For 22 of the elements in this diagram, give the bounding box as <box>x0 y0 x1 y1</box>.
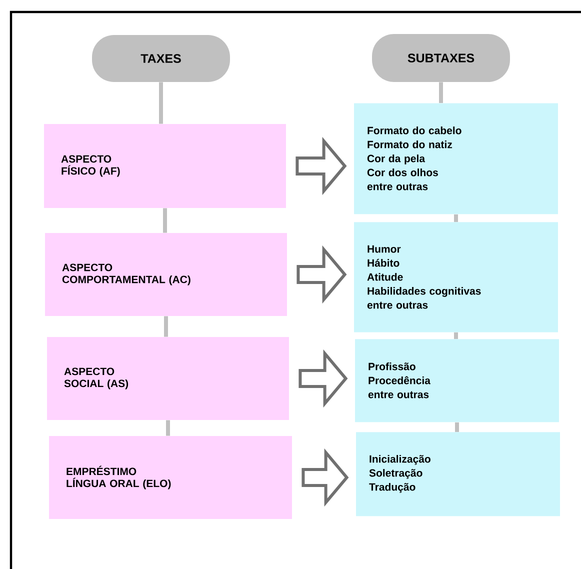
connector-line <box>163 208 167 233</box>
category-box: ASPECTO COMPORTAMENTAL (AC) <box>45 232 287 316</box>
block-arrow <box>298 349 348 408</box>
connector-line <box>439 82 443 103</box>
block-arrow <box>296 245 347 304</box>
block-arrow <box>302 448 349 507</box>
connector-line <box>166 420 170 436</box>
connector-line <box>454 332 458 339</box>
category-box: EMPRÉSTIMO LÍNGUA ORAL (ELO) <box>49 436 292 519</box>
subcategory-box: Formato do cabelo Formato do natiz Cor da pela Cor dos olhos entre outras <box>354 103 558 214</box>
subcategory-box: Humor Hábito Atitude Habilidades cognitivas entre outras <box>354 222 558 332</box>
category-box: ASPECTO FÍSICO (AF) <box>44 124 286 208</box>
connector-line <box>454 214 458 222</box>
block-arrow <box>296 136 347 196</box>
subcategory-box: Inicialização Soletração Tradução <box>356 432 560 516</box>
subcategory-box: Profissão Procedência entre outras <box>355 339 559 422</box>
connector-line <box>159 82 163 124</box>
connector-line <box>164 316 168 337</box>
connector-line <box>455 422 459 432</box>
category-box: ASPECTO SOCIAL (AS) <box>47 336 289 420</box>
header-pill: SUBTAXES <box>372 34 510 82</box>
header-pill: TAXES <box>92 35 230 82</box>
